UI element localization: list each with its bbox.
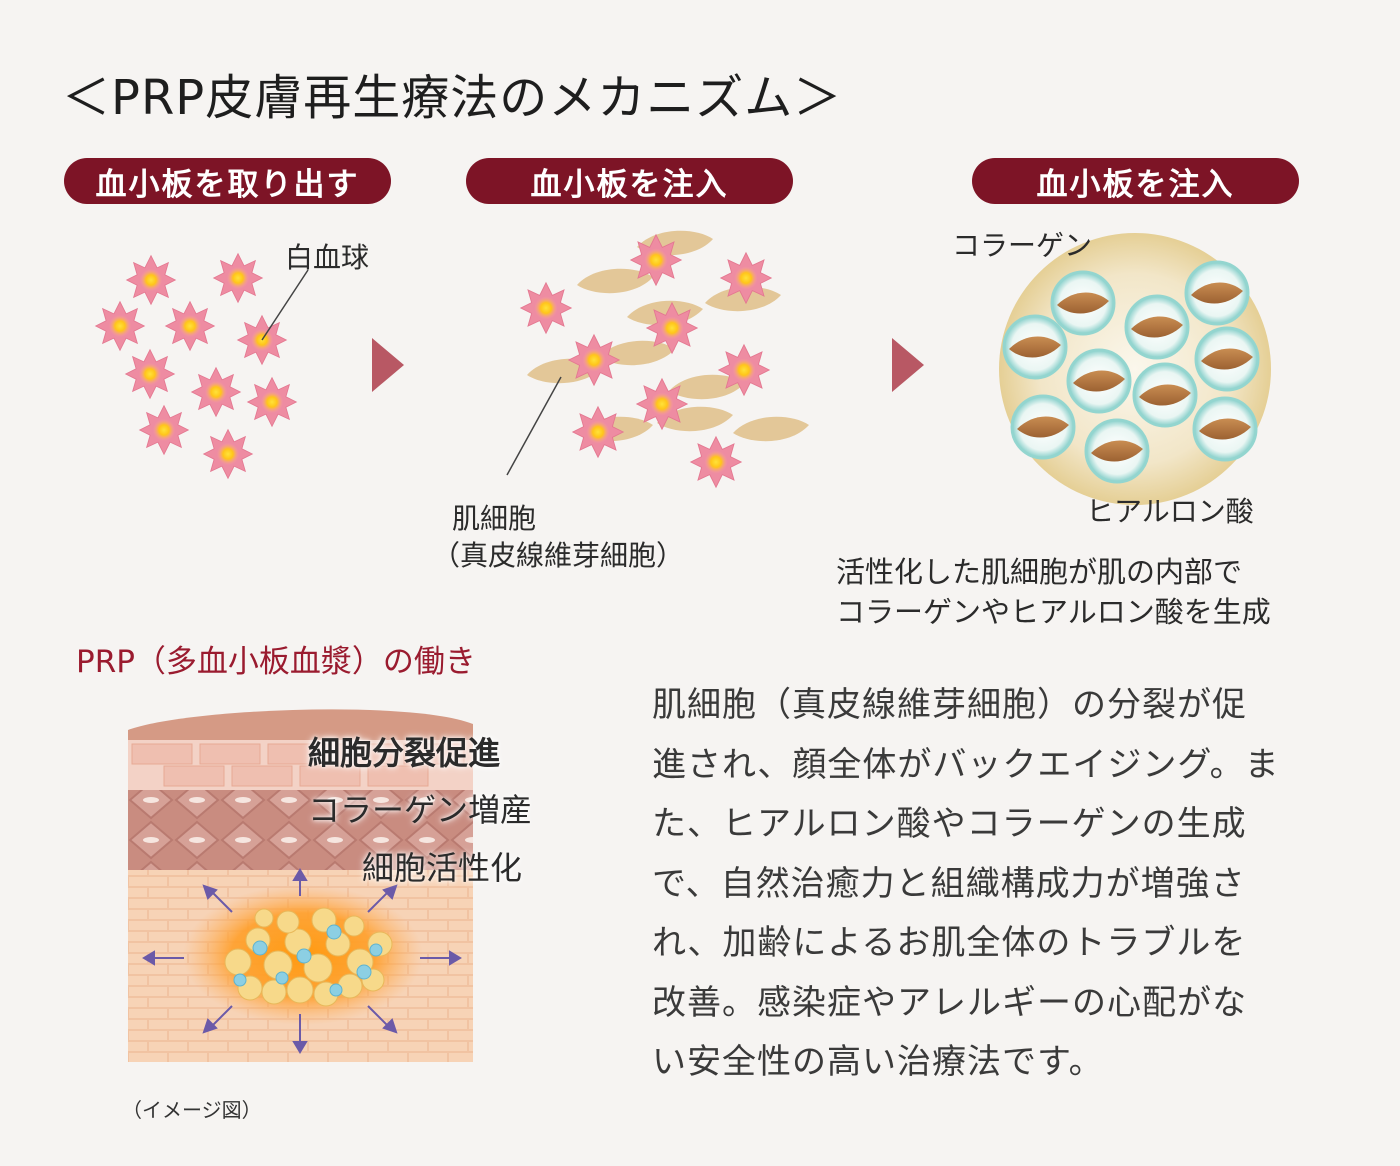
white-blood-cell-label: 白血球 [285,241,370,274]
image-note: （イメージ図） [122,1098,262,1122]
description-line: で、自然治癒力と組織構成力が増強さ [652,863,1246,904]
step-1-label: 血小板を取り出す [64,158,391,204]
step-3-label: 血小板を注入 [972,158,1299,204]
description-line: 進され、顔全体がバックエイジング。ま [652,744,1280,785]
arrow-right-icon [892,338,924,392]
step-2-label: 血小板を注入 [466,158,793,204]
description-paragraph: 肌細胞（真皮線維芽細胞）の分裂が促 進され、顔全体がバックエイジング。ま た、ヒ… [652,676,1280,1093]
hyaluronic-acid-label: ヒアルロン酸 [1086,495,1254,528]
effect-collagen-increase: コラーゲン増産 [308,791,533,829]
skin-cell-sublabel: （真皮線維芽細胞） [432,539,685,572]
skin-cell-label: 肌細胞 [452,502,537,535]
effect-cell-activation: 細胞活性化 [362,849,523,887]
description-line: れ、加齢によるお肌全体のトラブルを [652,923,1247,963]
collagen-sphere-icon [999,233,1271,505]
description-line: 肌細胞（真皮線維芽細胞）の分裂が促 [652,685,1247,725]
description-line: い安全性の高い治療法です。 [652,1042,1104,1082]
platelet-cluster-icon [95,253,309,479]
skin-cross-section-icon [128,709,473,1062]
effect-cell-division: 細胞分裂促進 [308,734,501,772]
arrow-right-icon [372,338,404,392]
page-title: ＜PRP皮膚再生療法のメカニズム＞ [62,70,843,126]
description-line: 改善。感染症やアレルギーの心配がな [652,982,1247,1023]
step3-caption-line2: コラーゲンやヒアルロン酸を生成 [836,595,1271,629]
prp-section-heading: PRP（多血小板血漿）の働き [76,644,476,680]
platelet-fibroblast-icon [506,230,809,488]
description-line: た、ヒアルロン酸やコラーゲンの生成 [652,804,1247,844]
step3-caption-line1: 活性化した肌細胞が肌の内部で [836,555,1243,589]
collagen-label: コラーゲン [952,229,1093,262]
